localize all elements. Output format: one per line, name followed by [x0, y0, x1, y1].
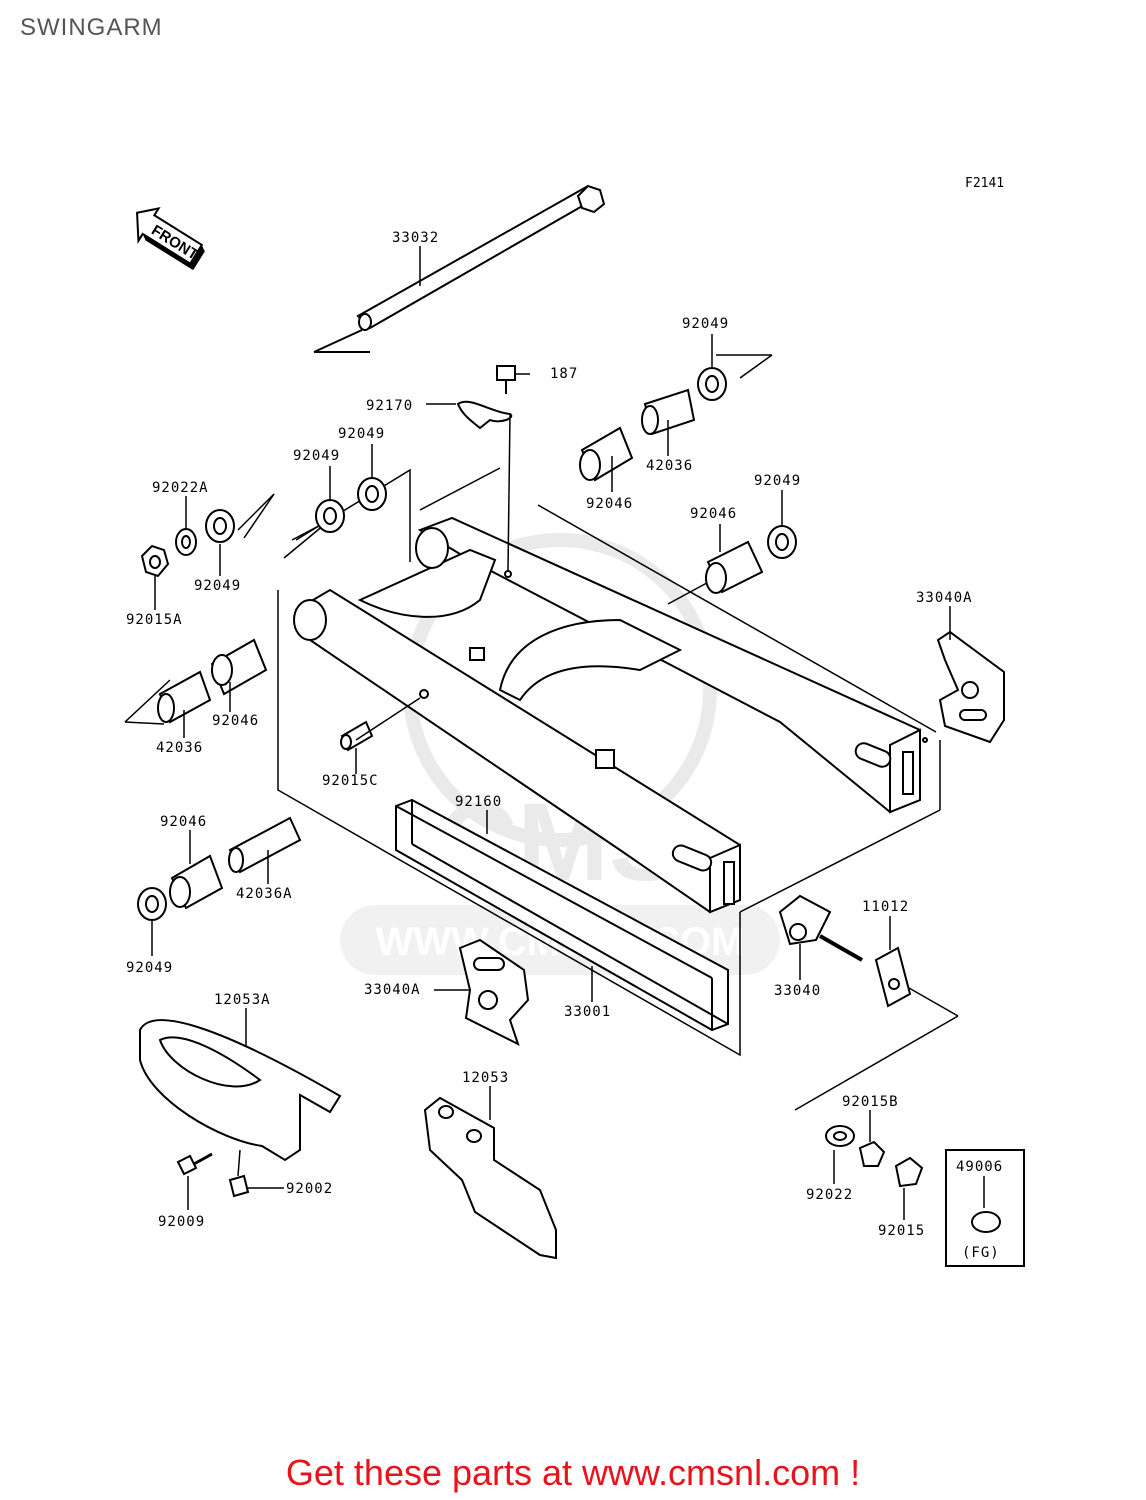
seal-92049-c: [205, 509, 235, 543]
nut-92015: [894, 1156, 924, 1188]
front-arrow-icon: FRONT: [136, 207, 205, 271]
seal-92049-b: [357, 477, 387, 511]
bolt-92009: [176, 1152, 213, 1176]
swingarm-body: [293, 516, 928, 914]
washer-92022A: [175, 528, 197, 556]
label-92009: 92009: [158, 1214, 205, 1230]
page-title: SWINGARM: [20, 14, 163, 41]
label-92046: 92046: [586, 496, 633, 512]
chain-guide-12053: [423, 1096, 557, 1260]
label-92002: 92002: [286, 1181, 333, 1197]
label-33040A: 33040A: [916, 590, 973, 606]
seal-92049-low: [137, 887, 167, 921]
plate-11012: [874, 946, 912, 1008]
cap-49006: [971, 1211, 1001, 1233]
nut-92015A: [140, 544, 170, 578]
label-92022A: 92022A: [152, 480, 209, 496]
bolt-187: [496, 365, 516, 394]
bearing-92046-top: [579, 426, 634, 482]
label-92170: 92170: [366, 398, 413, 414]
label-33032: 33032: [392, 230, 439, 246]
label-92049: 92049: [754, 473, 801, 489]
label-92046: 92046: [212, 713, 259, 729]
label-fg: (FG): [962, 1245, 1000, 1261]
label-92046: 92046: [690, 506, 737, 522]
label-92015A: 92015A: [126, 612, 183, 628]
inset-box: [945, 1149, 1025, 1267]
chain-guard-12053A: [139, 1019, 342, 1162]
label-92046: 92046: [160, 814, 207, 830]
nut-92015B: [858, 1140, 886, 1167]
label-92049: 92049: [194, 578, 241, 594]
label-187: 187: [550, 366, 578, 382]
clip-92170: [456, 400, 513, 430]
collar-42036A: [228, 816, 302, 874]
washer-92022: [825, 1125, 855, 1147]
assembly-lines: [124, 354, 959, 1111]
label-92015: 92015: [878, 1223, 925, 1239]
nut-92002: [228, 1174, 250, 1198]
collar-42036-top: [641, 388, 696, 436]
seal-92049-a: [315, 499, 345, 533]
part-labels: 33032 92049 187 92170 42036 92049 92049 …: [126, 230, 1003, 1261]
label-92015B: 92015B: [842, 1094, 899, 1110]
label-92049: 92049: [126, 960, 173, 976]
bearing-92046-low: [169, 854, 224, 910]
label-92049: 92049: [682, 316, 729, 332]
label-12053: 12053: [462, 1070, 509, 1086]
label-92015C: 92015C: [322, 773, 379, 789]
cta-link[interactable]: Get these parts at www.cmsnl.com !: [285, 1452, 861, 1493]
plate-33040A-center: [458, 938, 530, 1046]
label-92160: 92160: [455, 794, 502, 810]
bearing-92046-left: [210, 638, 268, 696]
label-49006: 49006: [956, 1159, 1003, 1175]
collar-42036-left: [157, 670, 212, 724]
pivot-shaft: [313, 184, 606, 353]
seal-92049-right: [767, 525, 797, 559]
exploded-parts-diagram: CMS WWW.CMSNL.COM FRONT: [124, 184, 1025, 1267]
seal-92049-top: [697, 367, 727, 401]
leader-lines: [151, 246, 985, 1220]
label-12053A: 12053A: [214, 992, 271, 1008]
bearing-92046-right: [705, 540, 764, 594]
label-42036: 42036: [646, 458, 693, 474]
chain-slider: [395, 798, 729, 1032]
figure-code: F2141: [965, 176, 1005, 191]
label-92049: 92049: [293, 448, 340, 464]
label-33040: 33040: [774, 983, 821, 999]
label-92022: 92022: [806, 1187, 853, 1203]
label-33001: 33001: [564, 1004, 611, 1020]
grease-nipple-92015C: [340, 720, 374, 752]
hardware-parts: [137, 365, 1025, 1267]
label-92049: 92049: [338, 426, 385, 442]
plate-33040A-right: [936, 630, 1005, 744]
label-11012: 11012: [862, 899, 909, 915]
label-42036A: 42036A: [236, 886, 293, 902]
adjuster-33040: [778, 894, 863, 962]
label-33040A: 33040A: [364, 982, 421, 998]
label-42036: 42036: [156, 740, 203, 756]
